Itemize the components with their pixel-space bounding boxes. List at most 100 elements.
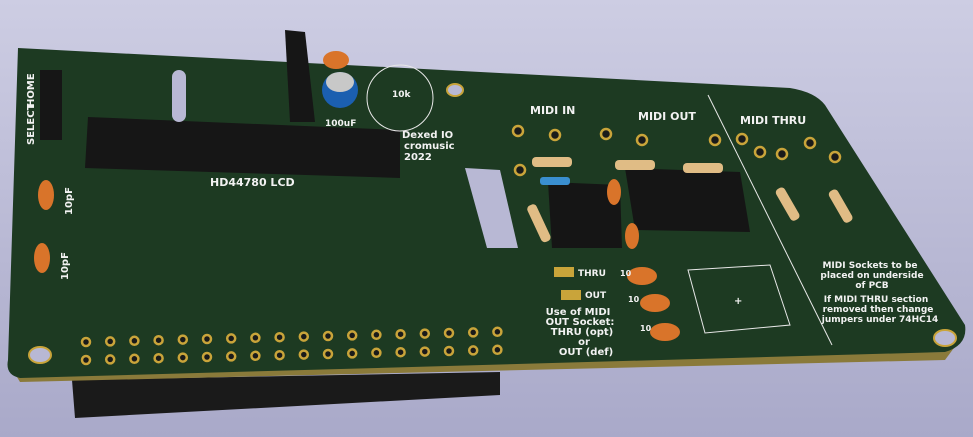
pad — [177, 334, 189, 345]
resistor — [775, 187, 800, 221]
pad — [129, 335, 140, 347]
cap-label-1: 10pF — [64, 187, 75, 215]
pad — [201, 333, 213, 345]
underside-header — [72, 372, 500, 418]
pad — [467, 345, 479, 356]
pad — [492, 326, 503, 338]
small-cap-label: 10 — [620, 269, 632, 278]
ic-socket-74hc14 — [625, 168, 750, 232]
pad — [129, 353, 140, 365]
gpio-pads — [80, 326, 503, 366]
home-label: HOME — [26, 73, 37, 107]
pad — [201, 351, 213, 363]
pad — [803, 136, 817, 150]
pot-label: 10k — [392, 90, 412, 100]
pad — [298, 349, 310, 360]
pad — [511, 124, 525, 138]
socket-note: Use of MIDI OUT Socket: THRU (opt) or OU… — [546, 307, 615, 358]
mount-hole — [28, 346, 52, 364]
svg-text:removed then change: removed then change — [823, 305, 934, 315]
placement-note: MIDI Sockets to be placed on underside o… — [820, 261, 938, 325]
pad — [492, 344, 503, 356]
pad — [371, 329, 382, 341]
title-line-3: 2022 — [404, 152, 432, 163]
pad — [80, 354, 92, 366]
capacitor — [650, 323, 680, 341]
midi-thru-label: MIDI THRU — [740, 114, 806, 127]
pad — [828, 150, 842, 164]
pad — [225, 333, 237, 344]
resistor — [527, 204, 551, 243]
capacitor-10pf — [38, 180, 54, 210]
pad — [104, 336, 116, 347]
mount-hole — [933, 329, 957, 347]
pad — [419, 328, 431, 339]
lcd-label: HD44780 LCD — [210, 176, 295, 189]
resistor — [683, 163, 723, 173]
pad — [274, 349, 285, 361]
midi-in-label: MIDI IN — [530, 104, 575, 117]
pad — [443, 327, 455, 339]
jumper-out — [561, 290, 581, 300]
cap-label-2: 10pF — [60, 252, 71, 280]
resistor — [532, 157, 572, 167]
slot-hole — [172, 70, 186, 122]
capacitor — [607, 179, 621, 205]
resistor — [828, 189, 853, 223]
pot-outline — [366, 64, 434, 132]
pad — [104, 354, 116, 365]
vertical-header — [285, 30, 315, 122]
pad — [548, 128, 562, 142]
svg-text:MIDI Sockets to be: MIDI Sockets to be — [822, 261, 917, 271]
ic-socket-6n138 — [548, 182, 622, 248]
capacitor — [640, 294, 670, 312]
pad — [735, 132, 749, 146]
svg-text:OUT (def): OUT (def) — [559, 347, 613, 358]
pad — [153, 334, 164, 346]
divider-line — [707, 94, 833, 346]
pad — [346, 348, 358, 359]
svg-text:Use of MIDI: Use of MIDI — [546, 307, 611, 318]
svg-text:placed on underside: placed on underside — [820, 271, 923, 281]
pad — [322, 348, 334, 360]
svg-text:of PCB: of PCB — [855, 281, 888, 291]
pad — [298, 331, 310, 342]
small-cap-label: 10 — [628, 295, 640, 304]
title-line-2: cromusic — [404, 141, 455, 152]
pad — [635, 133, 649, 147]
pad — [395, 328, 406, 340]
svg-text:jumpers under 74HC14: jumpers under 74HC14 — [821, 315, 938, 325]
pad — [153, 352, 164, 364]
diode — [540, 177, 570, 185]
jumper-out-label: OUT — [585, 291, 607, 301]
pad — [395, 346, 406, 358]
pad — [708, 133, 722, 147]
pad — [443, 345, 455, 357]
pad — [250, 332, 261, 344]
select-label: SELECT — [26, 103, 37, 145]
capacitor-10pf — [34, 243, 50, 273]
midi-socket-pads — [511, 124, 842, 177]
svg-text:or: or — [578, 337, 590, 348]
midi-out-label: MIDI OUT — [638, 110, 696, 123]
ceramic-capacitor — [323, 51, 349, 69]
pad — [467, 327, 479, 338]
pad — [775, 147, 789, 161]
capacitor-label: 100uF — [325, 119, 356, 129]
title-line-1: Dexed IO — [402, 130, 453, 141]
pad — [419, 346, 431, 357]
plus-marker: + — [734, 296, 742, 307]
pad — [274, 331, 285, 343]
mount-hole — [446, 83, 464, 97]
component-outline — [687, 264, 791, 334]
select-home-header — [40, 70, 62, 140]
capacitor — [625, 223, 639, 249]
pad — [177, 352, 189, 363]
pad — [322, 330, 334, 342]
pad — [250, 350, 261, 362]
jumper-thru-label: THRU — [578, 269, 606, 279]
small-cap-label: 10 — [640, 324, 652, 333]
cutout — [465, 168, 518, 248]
jumper-thru — [554, 267, 574, 277]
